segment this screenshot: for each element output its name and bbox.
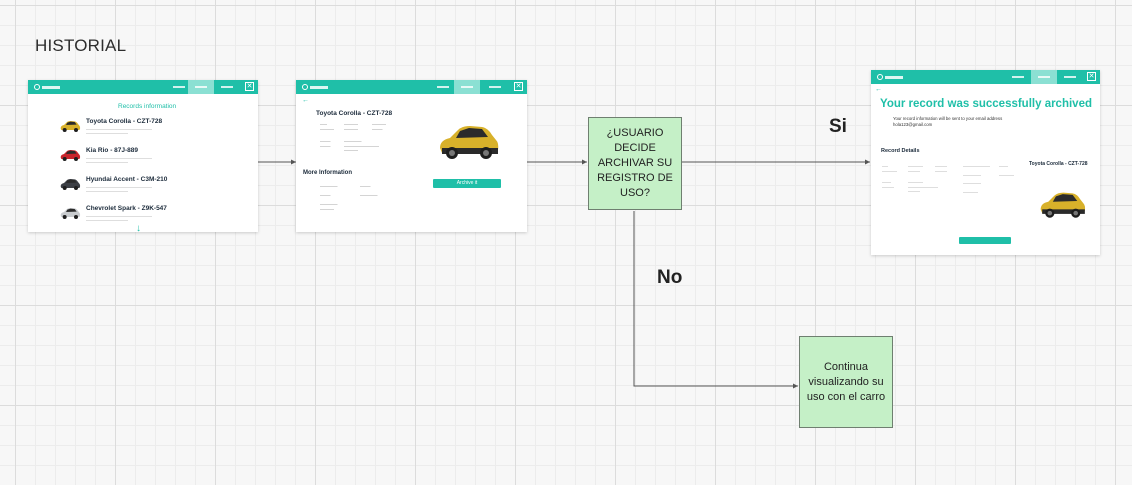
success-heading: Your record was successfully archived: [880, 98, 1092, 110]
continue-node: Continua visualizando su uso con el carr…: [799, 336, 893, 428]
detail-car-title: Toyota Corolla - CZT-728: [316, 110, 393, 117]
arrowhead-2: [582, 159, 587, 165]
arrowhead-1: [291, 159, 296, 165]
nav-tab-home[interactable]: [168, 80, 190, 94]
more-info-title: More Information: [303, 170, 352, 176]
car-thumbnail-icon: [60, 208, 81, 219]
no-label: No: [657, 267, 683, 288]
close-icon[interactable]: ✕: [245, 82, 254, 91]
nav-tab-profile[interactable]: [1057, 70, 1083, 84]
back-arrow-icon[interactable]: ←: [302, 97, 309, 104]
app-navbar: ✕: [28, 80, 258, 94]
back-arrow-icon[interactable]: ←: [875, 86, 882, 93]
record-list-item[interactable]: Chevrolet Spark - Z9K-547 ———————————————…: [28, 204, 258, 228]
record-list-item[interactable]: Toyota Corolla - CZT-728 ————————————————…: [28, 117, 258, 141]
car-thumbnail-icon: [60, 179, 81, 190]
nav-tab-records[interactable]: [454, 80, 480, 94]
record-list-item[interactable]: Kia Rio - 87J-889 ———————————————————————…: [28, 146, 258, 170]
decision-node: ¿USUARIO DECIDE ARCHIVAR SU REGISTRO DE …: [588, 117, 682, 210]
close-icon[interactable]: ✕: [514, 82, 523, 91]
logo: [877, 73, 907, 81]
confirmation-car-title: Toyota Corolla - CZT-728: [1029, 161, 1088, 167]
app-navbar: ✕: [296, 80, 527, 94]
car-thumbnail-icon: [60, 150, 81, 161]
car-thumbnail-icon: [60, 121, 81, 132]
records-list-screen: ✕ Records information Toyota Corolla - C…: [28, 80, 258, 232]
nav-tab-records[interactable]: [1031, 70, 1057, 84]
record-list-item[interactable]: Hyundai Accent - C3M-210 ————————————————…: [28, 175, 258, 199]
yes-label: Si: [829, 116, 847, 137]
nav-tab-home[interactable]: [1007, 70, 1029, 84]
app-navbar: ✕: [871, 70, 1100, 84]
logo: [34, 83, 64, 91]
records-heading: Records information: [118, 103, 177, 110]
arrow-down-icon[interactable]: ↓: [136, 223, 141, 232]
record-detail-screen: ✕ ← Toyota Corolla - CZT-728 —————— ————…: [296, 80, 527, 232]
nav-tab-records[interactable]: [188, 80, 214, 94]
car-image: [440, 126, 499, 159]
nav-tab-home[interactable]: [432, 80, 454, 94]
edge-decision-no: [633, 211, 798, 387]
record-summary: ————————————————————————————————————: [86, 127, 152, 135]
confirm-button[interactable]: [959, 237, 1011, 244]
car-image: [1040, 192, 1086, 218]
record-title: Hyundai Accent - C3M-210: [86, 176, 168, 183]
archive-button[interactable]: Archive it: [433, 179, 501, 188]
nav-tab-profile[interactable]: [482, 80, 508, 94]
record-summary: ————————————————————————————————————: [86, 156, 152, 164]
section-title: HISTORIAL: [35, 36, 127, 55]
record-title: Toyota Corolla - CZT-728: [86, 118, 163, 125]
record-title: Kia Rio - 87J-889: [86, 147, 139, 154]
arrowhead-4: [793, 383, 798, 389]
close-icon[interactable]: ✕: [1087, 72, 1096, 81]
record-summary: ————————————————————————————————————: [86, 185, 152, 193]
success-email: hola123@gmail.com: [893, 122, 933, 127]
record-details-title: Record Details: [881, 148, 920, 154]
logo: [302, 83, 332, 91]
success-message: Your record information will be sent to …: [893, 116, 1003, 121]
arrowhead-3: [865, 159, 870, 165]
record-title: Chevrolet Spark - Z9K-547: [86, 205, 167, 212]
archived-confirmation-screen: ✕ ← Your record was successfully archive…: [871, 70, 1100, 255]
nav-tab-profile[interactable]: [214, 80, 240, 94]
record-summary: ————————————————————————————————————: [86, 214, 152, 222]
